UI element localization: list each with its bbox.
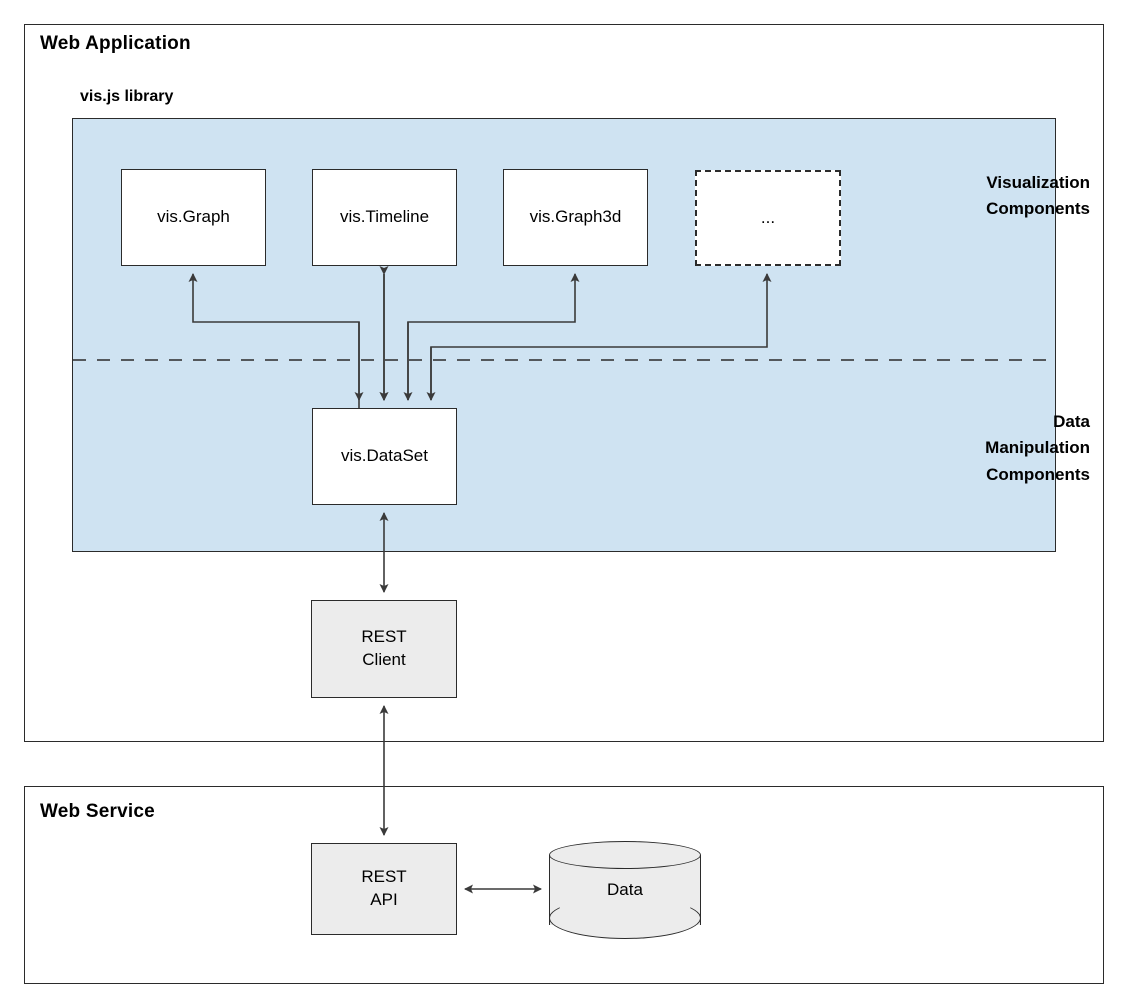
node-vis-graph[interactable]: vis.Graph [121, 169, 266, 266]
database-cylinder-top [549, 841, 701, 869]
visjs-library-title: vis.js library [80, 88, 174, 105]
node-vis-timeline[interactable]: vis.Timeline [312, 169, 457, 266]
web-service-title: Web Service [40, 801, 155, 822]
section-label-data-manipulation-components: Data Manipulation Components [985, 412, 1090, 484]
node-vis-more-placeholder[interactable]: ... [695, 170, 841, 266]
node-rest-client[interactable]: REST Client [311, 600, 457, 698]
web-application-title: Web Application [40, 33, 191, 54]
node-data-store-label: Data [607, 880, 643, 899]
node-vis-dataset[interactable]: vis.DataSet [312, 408, 457, 505]
database-cylinder-bottom [549, 897, 701, 939]
node-rest-api[interactable]: REST API [311, 843, 457, 935]
node-vis-graph3d[interactable]: vis.Graph3d [503, 169, 648, 266]
section-label-visualization-components: Visualization Components [986, 173, 1090, 219]
node-data-store[interactable]: Data [549, 841, 701, 939]
